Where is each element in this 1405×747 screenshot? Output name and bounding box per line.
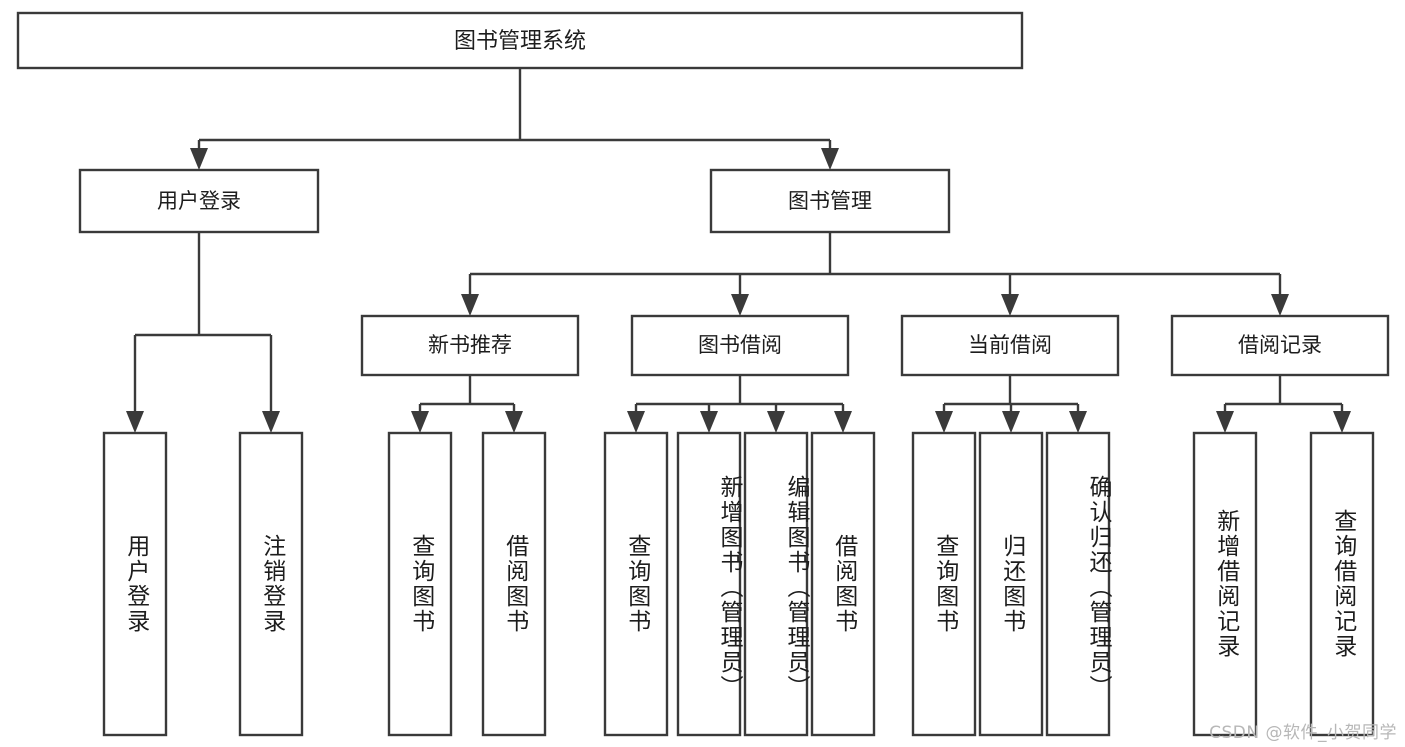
node-borrow-record[interactable]: 借阅记录 xyxy=(1170,314,1390,377)
connector-borrowrecord-to-leaves xyxy=(1223,375,1344,413)
arrow-head-icon xyxy=(700,411,718,433)
arrow-head-icon xyxy=(1069,411,1087,433)
node-leaf-query-book-2[interactable] xyxy=(603,431,669,737)
node-leaf-query-book-1[interactable] xyxy=(387,431,453,737)
connector-bookborrow-to-leaves xyxy=(634,375,845,413)
arrow-head-icon xyxy=(821,148,839,170)
node-leaf-confirm-return[interactable] xyxy=(1045,431,1111,737)
arrow-head-icon xyxy=(461,294,479,316)
connector-newbook-to-leaves xyxy=(418,375,516,413)
node-leaf-borrow-book-2[interactable] xyxy=(810,431,876,737)
arrow-head-icon xyxy=(1001,294,1019,316)
node-leaf-add-record[interactable] xyxy=(1192,431,1258,737)
connector-userlogin-to-leaves xyxy=(133,232,273,413)
node-leaf-logout[interactable] xyxy=(238,431,304,737)
node-book-manage-label: 图书管理 xyxy=(788,189,872,213)
arrow-head-icon xyxy=(411,411,429,433)
node-current-borrow[interactable]: 当前借阅 xyxy=(900,314,1120,377)
arrow-head-icon xyxy=(505,411,523,433)
node-book-borrow-label: 图书借阅 xyxy=(698,333,782,357)
node-book-manage[interactable]: 图书管理 xyxy=(709,168,951,234)
connector-root-to-level2 xyxy=(197,68,832,150)
arrow-head-icon xyxy=(262,411,280,433)
node-new-book-recommend[interactable]: 新书推荐 xyxy=(360,314,580,377)
arrow-head-icon xyxy=(834,411,852,433)
node-leaf-user-login[interactable] xyxy=(102,431,168,737)
connector-bookmanage-to-level3 xyxy=(468,232,1282,296)
connector-currentborrow-to-leaves xyxy=(942,375,1080,413)
arrow-head-icon xyxy=(1002,411,1020,433)
node-leaf-query-record[interactable] xyxy=(1309,431,1375,737)
node-leaf-edit-book[interactable] xyxy=(743,431,809,737)
node-new-book-recommend-label: 新书推荐 xyxy=(428,333,512,357)
node-leaf-add-book[interactable] xyxy=(676,431,742,737)
node-leaf-query-book-3[interactable] xyxy=(911,431,977,737)
arrow-head-icon xyxy=(1216,411,1234,433)
arrow-head-icon xyxy=(126,411,144,433)
arrow-head-icon xyxy=(190,148,208,170)
arrow-head-icon xyxy=(1333,411,1351,433)
node-borrow-record-label: 借阅记录 xyxy=(1238,333,1322,357)
watermark-text: CSDN @软件_小贺同学 xyxy=(1209,723,1397,743)
node-user-login-label: 用户登录 xyxy=(157,189,241,213)
node-book-borrow[interactable]: 图书借阅 xyxy=(630,314,850,377)
node-leaf-return-book[interactable] xyxy=(978,431,1044,737)
node-user-login[interactable]: 用户登录 xyxy=(78,168,320,234)
node-current-borrow-label: 当前借阅 xyxy=(968,333,1052,357)
arrow-head-icon xyxy=(1271,294,1289,316)
arrow-head-icon xyxy=(935,411,953,433)
arrow-head-icon xyxy=(731,294,749,316)
arrow-head-icon xyxy=(627,411,645,433)
node-root-label: 图书管理系统 xyxy=(454,29,586,54)
node-root[interactable]: 图书管理系统 xyxy=(16,11,1024,70)
node-leaf-borrow-book-1[interactable] xyxy=(481,431,547,737)
arrow-head-icon xyxy=(767,411,785,433)
